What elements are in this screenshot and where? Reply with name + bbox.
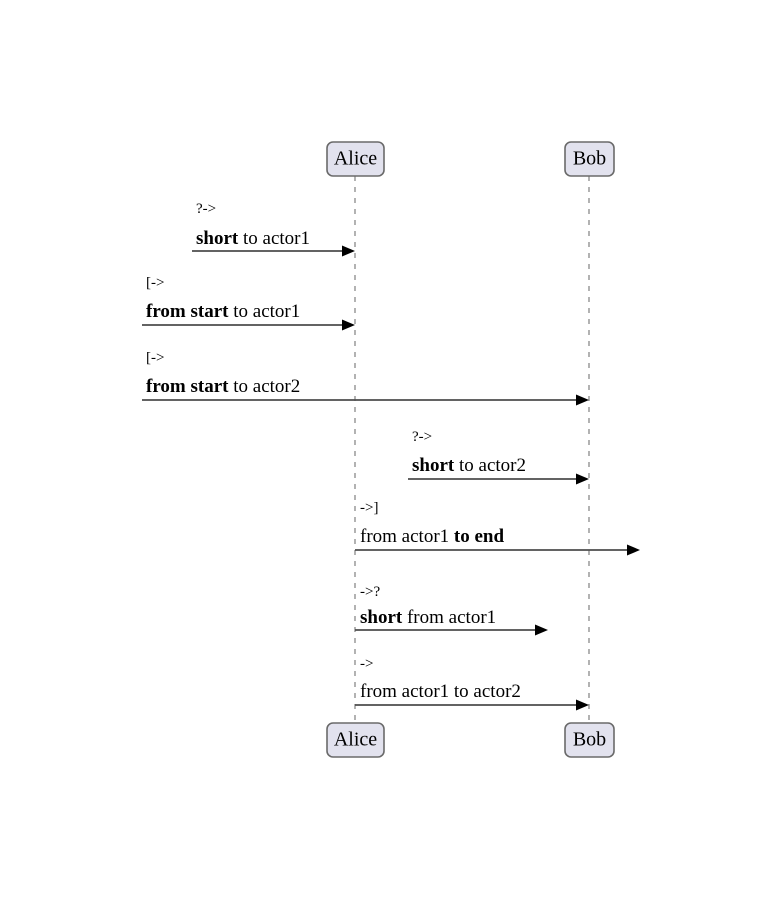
actor-label-actor1: Alice — [334, 729, 377, 751]
actor-box-actor2-bottom[interactable]: Bob — [564, 722, 615, 758]
message-text-run: to end — [454, 526, 505, 547]
message-arrowhead-1 — [342, 245, 355, 257]
message-text-3: from start to actor2 — [146, 376, 300, 397]
message-arrow-label-5: ->] — [360, 500, 378, 516]
actor-box-shape — [564, 722, 615, 758]
message-text-run: to actor1 — [238, 228, 310, 249]
actor-label-actor2: Bob — [573, 148, 606, 170]
message-text-run: from actor1 to actor2 — [360, 681, 521, 702]
actor-box-shape — [564, 141, 615, 177]
message-arrowhead-3 — [576, 394, 589, 406]
message-text-run: short — [412, 455, 455, 476]
message-arrowhead-5 — [627, 544, 640, 556]
message-arrowhead-2 — [342, 319, 355, 331]
message-arrow-label-1: ?-> — [196, 201, 216, 217]
message-text-run: short — [196, 228, 239, 249]
message-text-run: from actor1 — [402, 607, 496, 628]
actor-box-shape — [326, 722, 385, 758]
message-text-run: from actor1 — [360, 526, 454, 547]
actor-box-shape — [326, 141, 385, 177]
messages-layer: ?-> short to actor1 [-> from start to actor… — [142, 201, 640, 711]
message-arrow-label-3: [-> — [146, 350, 164, 366]
message-arrow-label-2: [-> — [146, 275, 164, 291]
message-text-5: from actor1 to end — [360, 526, 504, 547]
actor-box-actor2-top[interactable]: Bob — [564, 141, 615, 177]
message-text-6: short from actor1 — [360, 607, 496, 628]
lifelines-layer — [354, 176, 590, 723]
message-5[interactable]: ->] from actor1 to end — [355, 500, 640, 556]
message-arrowhead-6 — [535, 624, 548, 636]
message-4[interactable]: ?-> short to actor2 — [408, 429, 589, 485]
message-arrowhead-4 — [576, 473, 589, 485]
actor-box-actor1-top[interactable]: Alice — [326, 141, 385, 177]
actor-label-actor2: Bob — [573, 729, 606, 751]
message-arrow-label-4: ?-> — [412, 429, 432, 445]
message-text-run: short — [360, 607, 403, 628]
message-7[interactable]: -> from actor1 to actor2 — [355, 656, 589, 711]
actor-label-actor1: Alice — [334, 148, 377, 170]
message-arrow-label-6: ->? — [360, 584, 380, 600]
message-arrowhead-7 — [576, 699, 589, 711]
message-text-run: from start — [146, 301, 229, 322]
message-text-run: to actor1 — [228, 301, 300, 322]
message-3[interactable]: [-> from start to actor2 — [142, 350, 589, 406]
message-text-run: from start — [146, 376, 229, 397]
message-arrow-label-7: -> — [360, 656, 373, 672]
message-text-run: to actor2 — [228, 376, 300, 397]
message-6[interactable]: ->? short from actor1 — [355, 584, 548, 636]
message-2[interactable]: [-> from start to actor1 — [142, 275, 355, 331]
message-text-run: to actor2 — [454, 455, 526, 476]
message-text-2: from start to actor1 — [146, 301, 300, 322]
message-text-1: short to actor1 — [196, 228, 310, 249]
message-text-4: short to actor2 — [412, 455, 526, 476]
actor-box-actor1-bottom[interactable]: Alice — [326, 722, 385, 758]
message-text-7: from actor1 to actor2 — [360, 681, 521, 702]
message-1[interactable]: ?-> short to actor1 — [192, 201, 355, 257]
